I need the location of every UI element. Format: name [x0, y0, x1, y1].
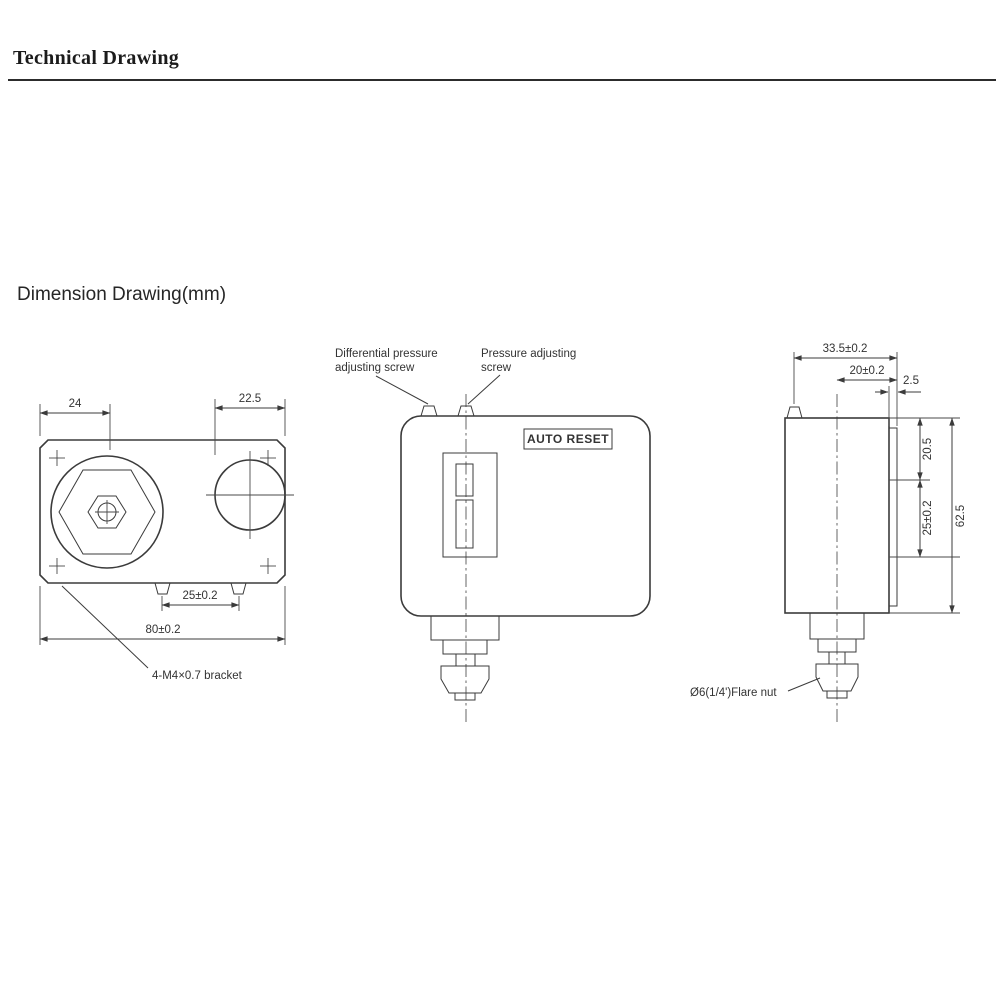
dim-2-5: 2.5 [903, 375, 919, 387]
dim-20-5: 20.5 [922, 438, 934, 460]
front-view: AUTO RESET Differential pressure adjusti… [335, 348, 651, 722]
flare-nut-side [815, 663, 859, 692]
leader-line [61, 585, 149, 669]
mounting-foot-right [230, 582, 247, 595]
leader-line [375, 375, 429, 405]
pressure-label-line2: screw [481, 362, 512, 374]
dim-62-5: 62.5 [955, 505, 967, 527]
top-screw-side [786, 406, 803, 419]
dim-80: 80±0.2 [145, 624, 180, 636]
bellows-circle [50, 455, 164, 569]
dim-22-5: 22.5 [239, 393, 261, 405]
bracket-view: 24 22.5 25±0.2 80±0.2 4-M4×0.7 bracket [39, 393, 294, 682]
connection-neck [442, 639, 488, 655]
adjusting-circle-crosshair [206, 451, 294, 539]
dim-33-5: 33.5±0.2 [823, 343, 868, 355]
drawing-subtitle: Dimension Drawing(mm) [17, 284, 227, 305]
connection-block [430, 615, 500, 641]
pressure-label-line1: Pressure adjusting [481, 348, 576, 360]
leader-line [787, 677, 821, 692]
center-cross [95, 500, 119, 524]
differential-label-line1: Differential pressure [335, 348, 438, 360]
bracket-label: 4-M4×0.7 bracket [152, 670, 243, 682]
flare-nut [440, 665, 490, 694]
auto-reset-label: AUTO RESET [527, 432, 609, 446]
lever-upper [455, 463, 474, 497]
mounting-foot-left [154, 582, 171, 595]
page-title: Technical Drawing [13, 47, 180, 69]
hex-nut-inner [87, 495, 127, 529]
switch-body [400, 415, 651, 617]
title-underline [8, 79, 996, 81]
dim-24: 24 [69, 398, 82, 410]
side-view: 33.5±0.2 20±0.2 2.5 20.5 25±0.2 62.5 Ø6(… [690, 343, 967, 722]
pressure-screw [457, 405, 475, 417]
lever-lower [455, 499, 474, 549]
differential-label-line2: adjusting screw [335, 362, 415, 374]
connection-stem [455, 653, 476, 667]
dim-25-side: 25±0.2 [922, 500, 934, 535]
auto-reset-plate [523, 428, 613, 450]
bracket-plate [39, 439, 286, 584]
flare-nut-label: Ø6(1/4')Flare nut [690, 687, 777, 699]
dim-20: 20±0.2 [849, 365, 884, 377]
lever-window [442, 452, 498, 558]
hex-nut-outer [58, 469, 156, 555]
differential-screw [420, 405, 438, 417]
leader-line [467, 374, 501, 405]
flare-tip-side [826, 690, 848, 699]
mounting-plate-side [888, 427, 898, 607]
flare-tip [454, 692, 476, 701]
dim-25: 25±0.2 [182, 590, 217, 602]
screw-hole-cross [49, 450, 276, 574]
